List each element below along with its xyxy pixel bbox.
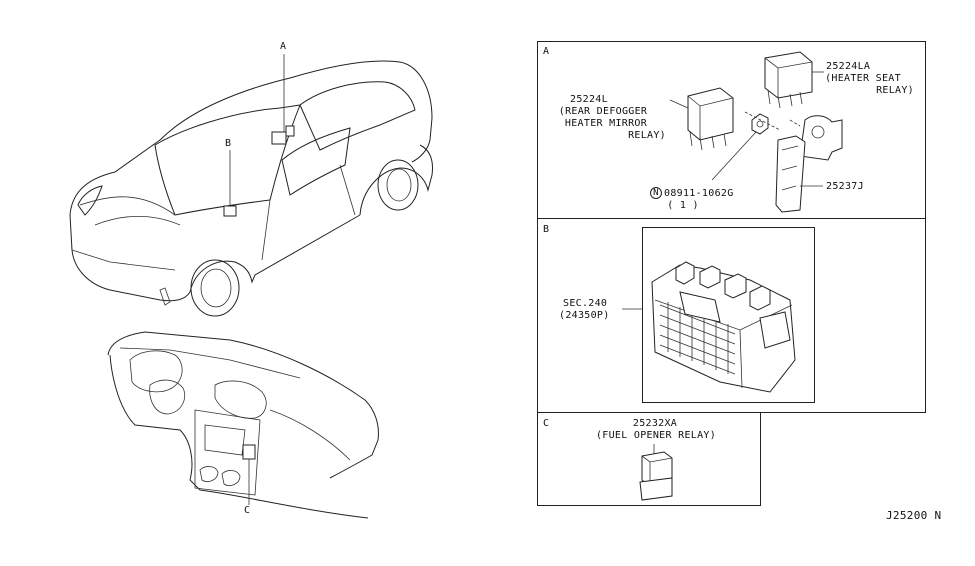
panel-c-letter: C [543, 418, 550, 429]
part-number-25224la: 25224LA [826, 61, 871, 72]
part-qty-nut: ( 1 ) [667, 200, 699, 211]
car-body [69, 60, 433, 317]
part-number-25237j: 25237J [826, 181, 864, 192]
nut [711, 113, 769, 181]
callout-b-label: B [225, 138, 232, 149]
dashboard-illustration [107, 331, 379, 519]
part-desc-rear-defogger-2: HEATER MIRROR [564, 118, 648, 129]
relay-bracket [744, 111, 843, 213]
heater-seat-relay [764, 51, 824, 109]
panel-c-graphics [639, 444, 673, 501]
fuse-block-frame [642, 227, 815, 403]
nut-symbol-circle [650, 187, 662, 199]
callout-c-leader [242, 444, 256, 505]
part-desc-rear-defogger-1: (REAR DEFOGGER [558, 106, 648, 117]
fuel-opener-relay [639, 451, 673, 501]
panel-b-letter: B [543, 224, 550, 235]
part-desc-heater-seat-1: (HEATER SEAT [825, 73, 901, 84]
nut-symbol: N [653, 188, 659, 198]
part-number-25232xa: 25232XA [632, 418, 678, 429]
part-desc-fuel-opener-relay: (FUEL OPENER RELAY) [595, 430, 717, 441]
rear-defogger-relay [669, 87, 734, 151]
section-ref-24350p: (24350P) [559, 310, 610, 321]
part-desc-heater-seat-2: RELAY) [876, 85, 914, 96]
panel-a-letter: A [543, 46, 550, 57]
fuse-block [651, 261, 796, 393]
callout-c-label: C [244, 505, 251, 516]
panel-a-graphics [669, 51, 843, 213]
callout-a-label: A [280, 41, 287, 52]
panel-b-graphics [622, 261, 796, 393]
part-number-08911-1062g: 08911-1062G [664, 188, 734, 199]
section-ref-sec240: SEC.240 [563, 298, 608, 309]
panel-c [537, 412, 761, 506]
part-number-25224l: 25224L [570, 94, 608, 105]
diagram-code: J25200 N [886, 509, 942, 522]
callout-a-leader [271, 54, 295, 145]
part-desc-rear-defogger-3: RELAY) [628, 130, 666, 141]
callout-b-leader [223, 150, 237, 217]
